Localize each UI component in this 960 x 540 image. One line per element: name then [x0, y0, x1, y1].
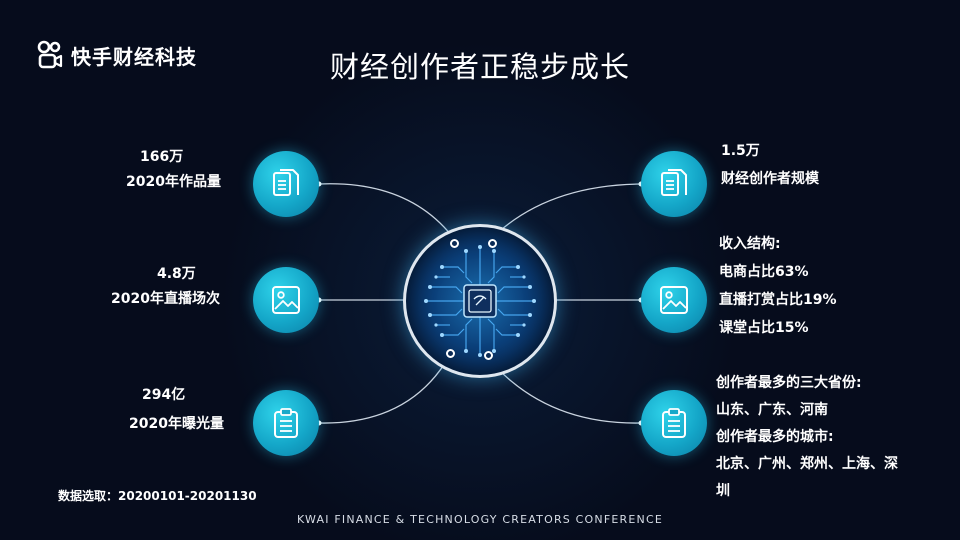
right-item-label: 1.5万 财经创作者规模 [721, 137, 819, 193]
left-item-label: 166万 2020年作品量 [126, 145, 221, 195]
node-right-top [641, 151, 707, 217]
left-item-label: 4.8万 2020年直播场次 [111, 262, 220, 312]
chip-port [450, 239, 459, 248]
left-item-value: 4.8万 [157, 266, 196, 282]
right-item-line: 财经创作者规模 [721, 171, 819, 187]
chip-port [446, 349, 455, 358]
connector-top-left [318, 183, 456, 241]
center-ai-chip-graphic [403, 224, 557, 378]
node-left-mid [253, 267, 319, 333]
right-item-line: 圳 [716, 483, 730, 499]
left-item-caption: 2020年直播场次 [111, 291, 220, 307]
image-icon [660, 286, 688, 314]
right-item-line: 创作者最多的三大省份: [716, 375, 862, 391]
chip-port [484, 351, 493, 360]
left-item-value: 166万 [140, 149, 184, 165]
right-item-line: 电商占比63% [719, 264, 809, 280]
conference-footer: KWAI FINANCE & TECHNOLOGY CREATORS CONFE… [297, 513, 663, 526]
clipboard-icon [662, 408, 686, 438]
left-item-value: 294亿 [142, 387, 186, 403]
right-item-line: 收入结构: [719, 236, 781, 252]
right-item-line: 课堂占比15% [719, 320, 809, 336]
right-item-line: 北京、广州、郑州、上海、深 [716, 456, 898, 472]
node-left-bottom [253, 390, 319, 456]
brand-name: 快手财经科技 [71, 44, 197, 69]
left-item-label: 294亿 2020年曝光量 [129, 383, 224, 437]
kuaishou-logo-icon [37, 40, 63, 70]
node-left-top [253, 151, 319, 217]
right-item-label: 创作者最多的三大省份: 山东、广东、河南 创作者最多的城市: 北京、广州、郑州、… [716, 370, 898, 505]
connector-bottom-left [318, 354, 451, 424]
left-item-caption: 2020年作品量 [126, 174, 221, 190]
image-icon [272, 286, 300, 314]
node-right-mid [641, 267, 707, 333]
left-item-caption: 2020年曝光量 [129, 416, 224, 432]
ai-chip-brain-icon [424, 245, 536, 357]
right-item-line: 直播打赏占比19% [719, 292, 837, 308]
document-icon [661, 169, 687, 196]
document-icon [273, 169, 299, 196]
right-item-label: 收入结构: 电商占比63% 直播打赏占比19% 课堂占比15% [719, 230, 837, 342]
clipboard-icon [274, 408, 298, 438]
right-item-line: 创作者最多的城市: [716, 429, 834, 445]
brand-logo: 快手财经科技 [37, 40, 197, 70]
node-right-bottom [641, 390, 707, 456]
chip-port [488, 239, 497, 248]
data-source-note: 数据选取：20200101-20201130 [58, 489, 257, 503]
right-item-line: 山东、广东、河南 [716, 402, 828, 418]
page-title: 财经创作者正稳步成长 [329, 50, 630, 84]
right-item-line: 1.5万 [721, 143, 760, 159]
